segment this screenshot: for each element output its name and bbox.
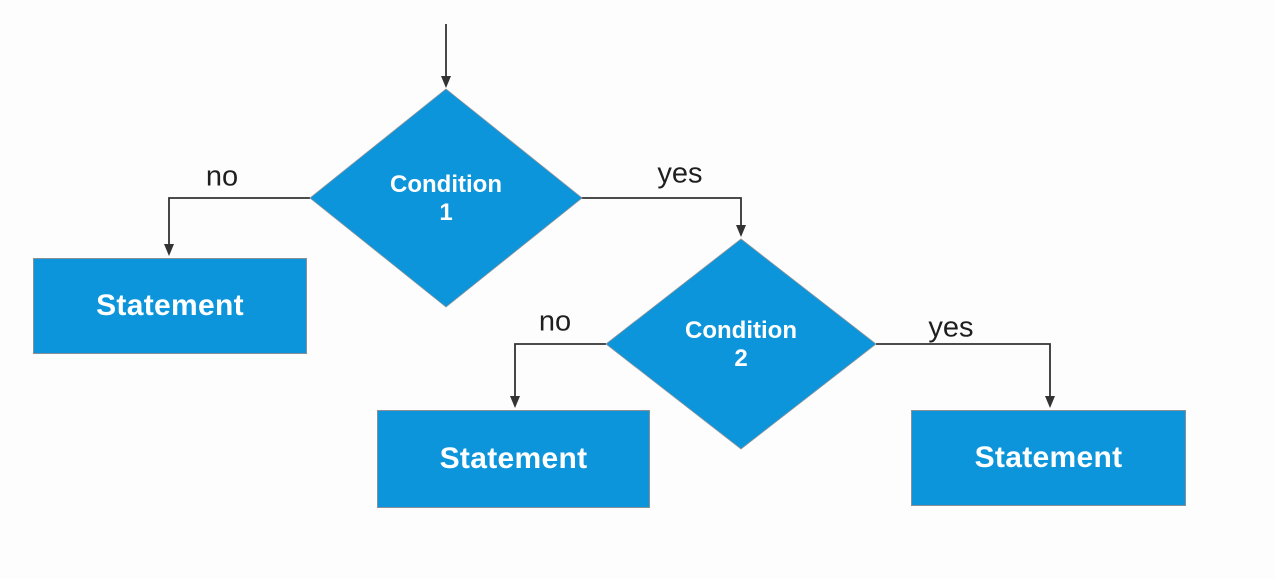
statement-box-condition1-no: Statement [33, 258, 307, 354]
condition2-no-edge-label: no [538, 305, 572, 338]
statement-box-condition2-yes: Statement [911, 410, 1186, 506]
statement-label: Statement [439, 442, 588, 475]
condition2-diamond [605, 238, 877, 450]
condition2-no-connector [510, 343, 606, 408]
condition2-yes-connector [876, 343, 1055, 408]
condition1-diamond [309, 88, 583, 308]
condition1-yes-connector [580, 197, 746, 237]
condition1-label: Condition 1 [390, 170, 502, 226]
condition2-label: Condition 2 [685, 316, 797, 372]
statement-label: Statement [974, 441, 1123, 474]
condition2-yes-edge-label: yes [928, 311, 974, 344]
condition1-no-edge-label: no [205, 160, 239, 193]
statement-label: Statement [96, 289, 244, 322]
condition1-no-connector [164, 197, 310, 256]
statement-box-condition2-no: Statement [377, 410, 650, 508]
condition1-yes-edge-label: yes [657, 157, 703, 190]
